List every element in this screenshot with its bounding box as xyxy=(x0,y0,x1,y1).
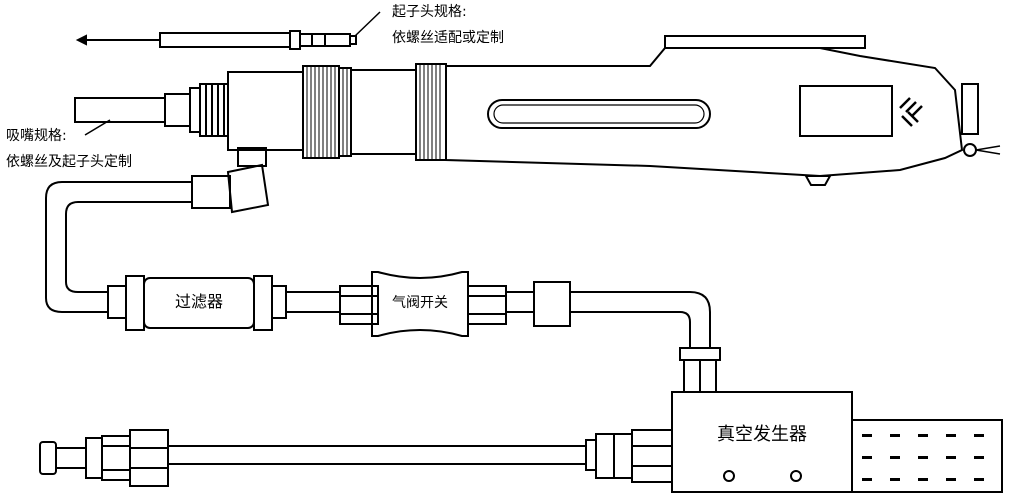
bit-leader-line xyxy=(354,11,381,37)
nozzle-leader-line xyxy=(84,119,111,136)
valve-right-connector xyxy=(467,281,571,327)
air-valve-label: 气阀开关 xyxy=(392,295,448,311)
bit-spec-line2: 依螺丝适配或定制 xyxy=(392,30,504,46)
nozzle-spec-line1: 吸嘴规格: xyxy=(6,128,67,144)
screwdriver-bit xyxy=(75,30,357,50)
nozzle-spec-label-2: 依螺丝及起子头定制 xyxy=(6,154,132,170)
suction-nozzle xyxy=(74,83,229,137)
bit-spec-line1: 起子头规格: xyxy=(392,4,467,20)
bit-spec-label: 起子头规格: xyxy=(392,4,467,20)
bit-spec-label-2: 依螺丝适配或定制 xyxy=(392,30,504,46)
vacuum-generator-label: 真空发生器 xyxy=(717,424,807,445)
exhaust-silencer xyxy=(851,419,1003,493)
nozzle-spec-label: 吸嘴规格: xyxy=(6,128,67,144)
middle-tube xyxy=(286,291,340,313)
quick-coupler xyxy=(39,429,169,487)
air-supply-line xyxy=(168,445,586,465)
air-valve xyxy=(371,271,469,337)
electric-screwdriver xyxy=(227,35,1001,186)
generator-top-fitting xyxy=(679,347,721,393)
filter-label: 过滤器 xyxy=(174,292,223,311)
elbow-fitting xyxy=(191,163,270,214)
tube-to-generator xyxy=(570,291,711,348)
generator-inlet-fitting xyxy=(585,429,673,483)
upper-tube xyxy=(45,181,192,313)
filter xyxy=(107,275,287,331)
nozzle-spec-line2: 依螺丝及起子头定制 xyxy=(6,154,132,170)
